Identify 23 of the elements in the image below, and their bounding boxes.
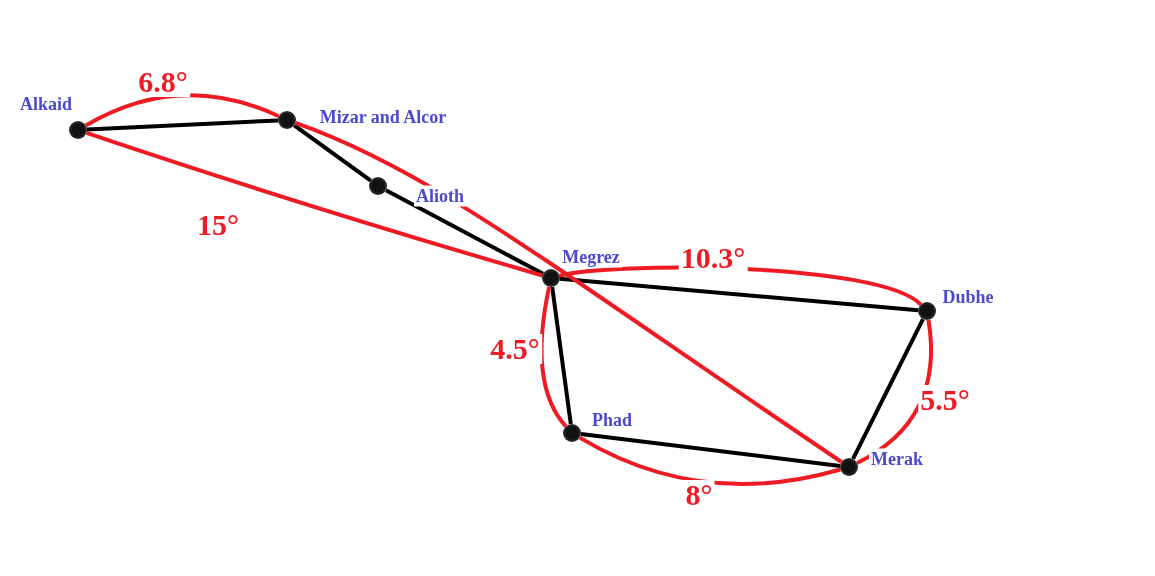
distance-arc bbox=[539, 286, 568, 428]
star-dot bbox=[840, 458, 858, 476]
edge-label: 5.5° bbox=[918, 385, 972, 415]
star-name: Alioth bbox=[414, 185, 466, 207]
constellation-line bbox=[293, 123, 372, 183]
star-dot bbox=[369, 177, 387, 195]
distance-arc bbox=[578, 435, 841, 486]
star-dot bbox=[563, 424, 581, 442]
constellation-line bbox=[86, 118, 279, 132]
star-dot bbox=[69, 121, 87, 139]
distance-arc bbox=[85, 131, 543, 278]
constellation-line bbox=[580, 432, 841, 468]
constellation-line bbox=[851, 318, 925, 460]
edge-label: 4.5° bbox=[488, 334, 542, 364]
star-dot bbox=[278, 111, 296, 129]
distance-arc bbox=[294, 121, 843, 464]
constellation-line bbox=[559, 276, 919, 313]
constellation-line bbox=[550, 286, 573, 425]
star-dot bbox=[542, 269, 560, 287]
star-dot bbox=[918, 302, 936, 320]
distance-arc bbox=[84, 93, 280, 128]
constellation-line bbox=[385, 188, 544, 276]
distance-arc bbox=[856, 319, 933, 465]
